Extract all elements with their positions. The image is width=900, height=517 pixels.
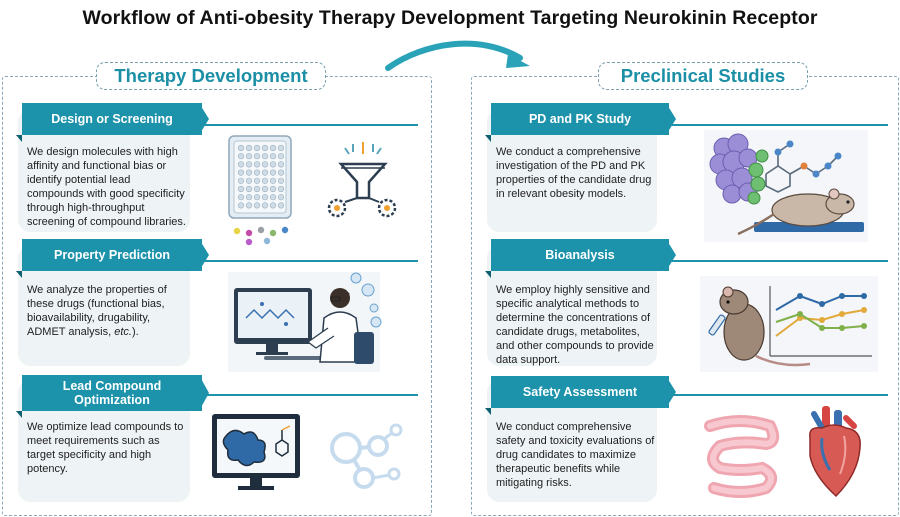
safety-assessment-text: We conduct comprehensive safety and toxi… bbox=[496, 421, 655, 489]
well bbox=[245, 153, 253, 160]
property-prediction-rule bbox=[40, 260, 418, 262]
well bbox=[261, 153, 269, 160]
well bbox=[269, 202, 277, 209]
pd-pk-text: We conduct a comprehensive investigation… bbox=[496, 146, 652, 200]
well bbox=[269, 153, 277, 160]
therapy-development-title: Therapy Development bbox=[96, 62, 326, 90]
well-plate-icon bbox=[228, 135, 292, 246]
well bbox=[269, 144, 277, 152]
well bbox=[269, 177, 277, 184]
well bbox=[277, 202, 285, 209]
well bbox=[237, 194, 245, 201]
well bbox=[253, 144, 261, 152]
well bbox=[245, 185, 253, 193]
well bbox=[237, 161, 245, 168]
bioanalysis-label: Bioanalysis bbox=[485, 239, 676, 278]
safety-assessment-label: Safety Assessment bbox=[485, 376, 676, 415]
property-prediction-text-end: ). bbox=[131, 326, 139, 338]
well bbox=[245, 161, 253, 168]
well bbox=[269, 161, 277, 168]
molecule-monitor-icon bbox=[212, 414, 300, 490]
well bbox=[269, 185, 277, 193]
well bbox=[237, 177, 245, 184]
well bbox=[237, 202, 245, 209]
lead-optimization-text: We optimize lead compounds to meet requi… bbox=[27, 421, 184, 475]
pd-pk-rule bbox=[508, 124, 888, 126]
well bbox=[277, 169, 285, 176]
property-prediction-text-main: We analyze the properties of these drugs… bbox=[27, 284, 167, 338]
screening-funnel-icon bbox=[327, 142, 397, 218]
molecule-outline-icon bbox=[330, 423, 403, 489]
well bbox=[269, 194, 277, 201]
well bbox=[277, 153, 285, 160]
property-prediction-text-em: etc. bbox=[114, 326, 132, 338]
preclinical-studies-title: Preclinical Studies bbox=[598, 62, 808, 90]
mouse-injection-chart-icon bbox=[700, 276, 878, 372]
well bbox=[261, 161, 269, 168]
well bbox=[245, 177, 253, 184]
well bbox=[261, 144, 269, 152]
well bbox=[253, 202, 261, 209]
well bbox=[253, 177, 261, 184]
well bbox=[269, 169, 277, 176]
well bbox=[237, 169, 245, 176]
page-title: Workflow of Anti-obesity Therapy Develop… bbox=[82, 7, 818, 29]
well bbox=[253, 161, 261, 168]
well bbox=[245, 144, 253, 152]
protein-ligand-mouse-icon bbox=[704, 130, 868, 242]
well bbox=[237, 153, 245, 160]
well bbox=[245, 202, 253, 209]
design-screening-text: We design molecules with high affinity a… bbox=[27, 146, 186, 228]
pd-pk-label: PD and PK Study bbox=[485, 103, 676, 142]
well bbox=[245, 169, 253, 176]
well bbox=[253, 194, 261, 201]
design-screening-rule bbox=[40, 124, 418, 126]
well bbox=[253, 169, 261, 176]
scientist-computer-icon bbox=[228, 272, 382, 372]
well bbox=[237, 185, 245, 193]
well bbox=[261, 169, 269, 176]
well bbox=[245, 194, 253, 201]
intestine-icon bbox=[704, 415, 780, 498]
bioanalysis-text: We employ highly sensitive and specific … bbox=[496, 284, 654, 366]
well bbox=[261, 202, 269, 209]
well bbox=[261, 185, 269, 193]
property-prediction-text: We analyze the properties of these drugs… bbox=[27, 283, 189, 339]
heart-icon bbox=[809, 406, 861, 498]
well bbox=[277, 161, 285, 168]
flow-arrow-icon bbox=[385, 40, 530, 71]
well bbox=[261, 194, 269, 201]
well bbox=[253, 185, 261, 193]
lead-optimization-label: Lead Compound Optimization bbox=[16, 375, 209, 418]
well bbox=[277, 185, 285, 193]
bioanalysis-rule bbox=[508, 260, 888, 262]
well bbox=[277, 194, 285, 201]
well bbox=[261, 177, 269, 184]
safety-assessment-rule bbox=[508, 394, 888, 396]
lead-optimization-rule bbox=[40, 394, 418, 396]
design-screening-label: Design or Screening bbox=[16, 103, 209, 142]
well bbox=[253, 153, 261, 160]
well bbox=[237, 144, 245, 152]
property-prediction-label: Property Prediction bbox=[16, 239, 209, 278]
well bbox=[277, 144, 285, 152]
well bbox=[277, 177, 285, 184]
